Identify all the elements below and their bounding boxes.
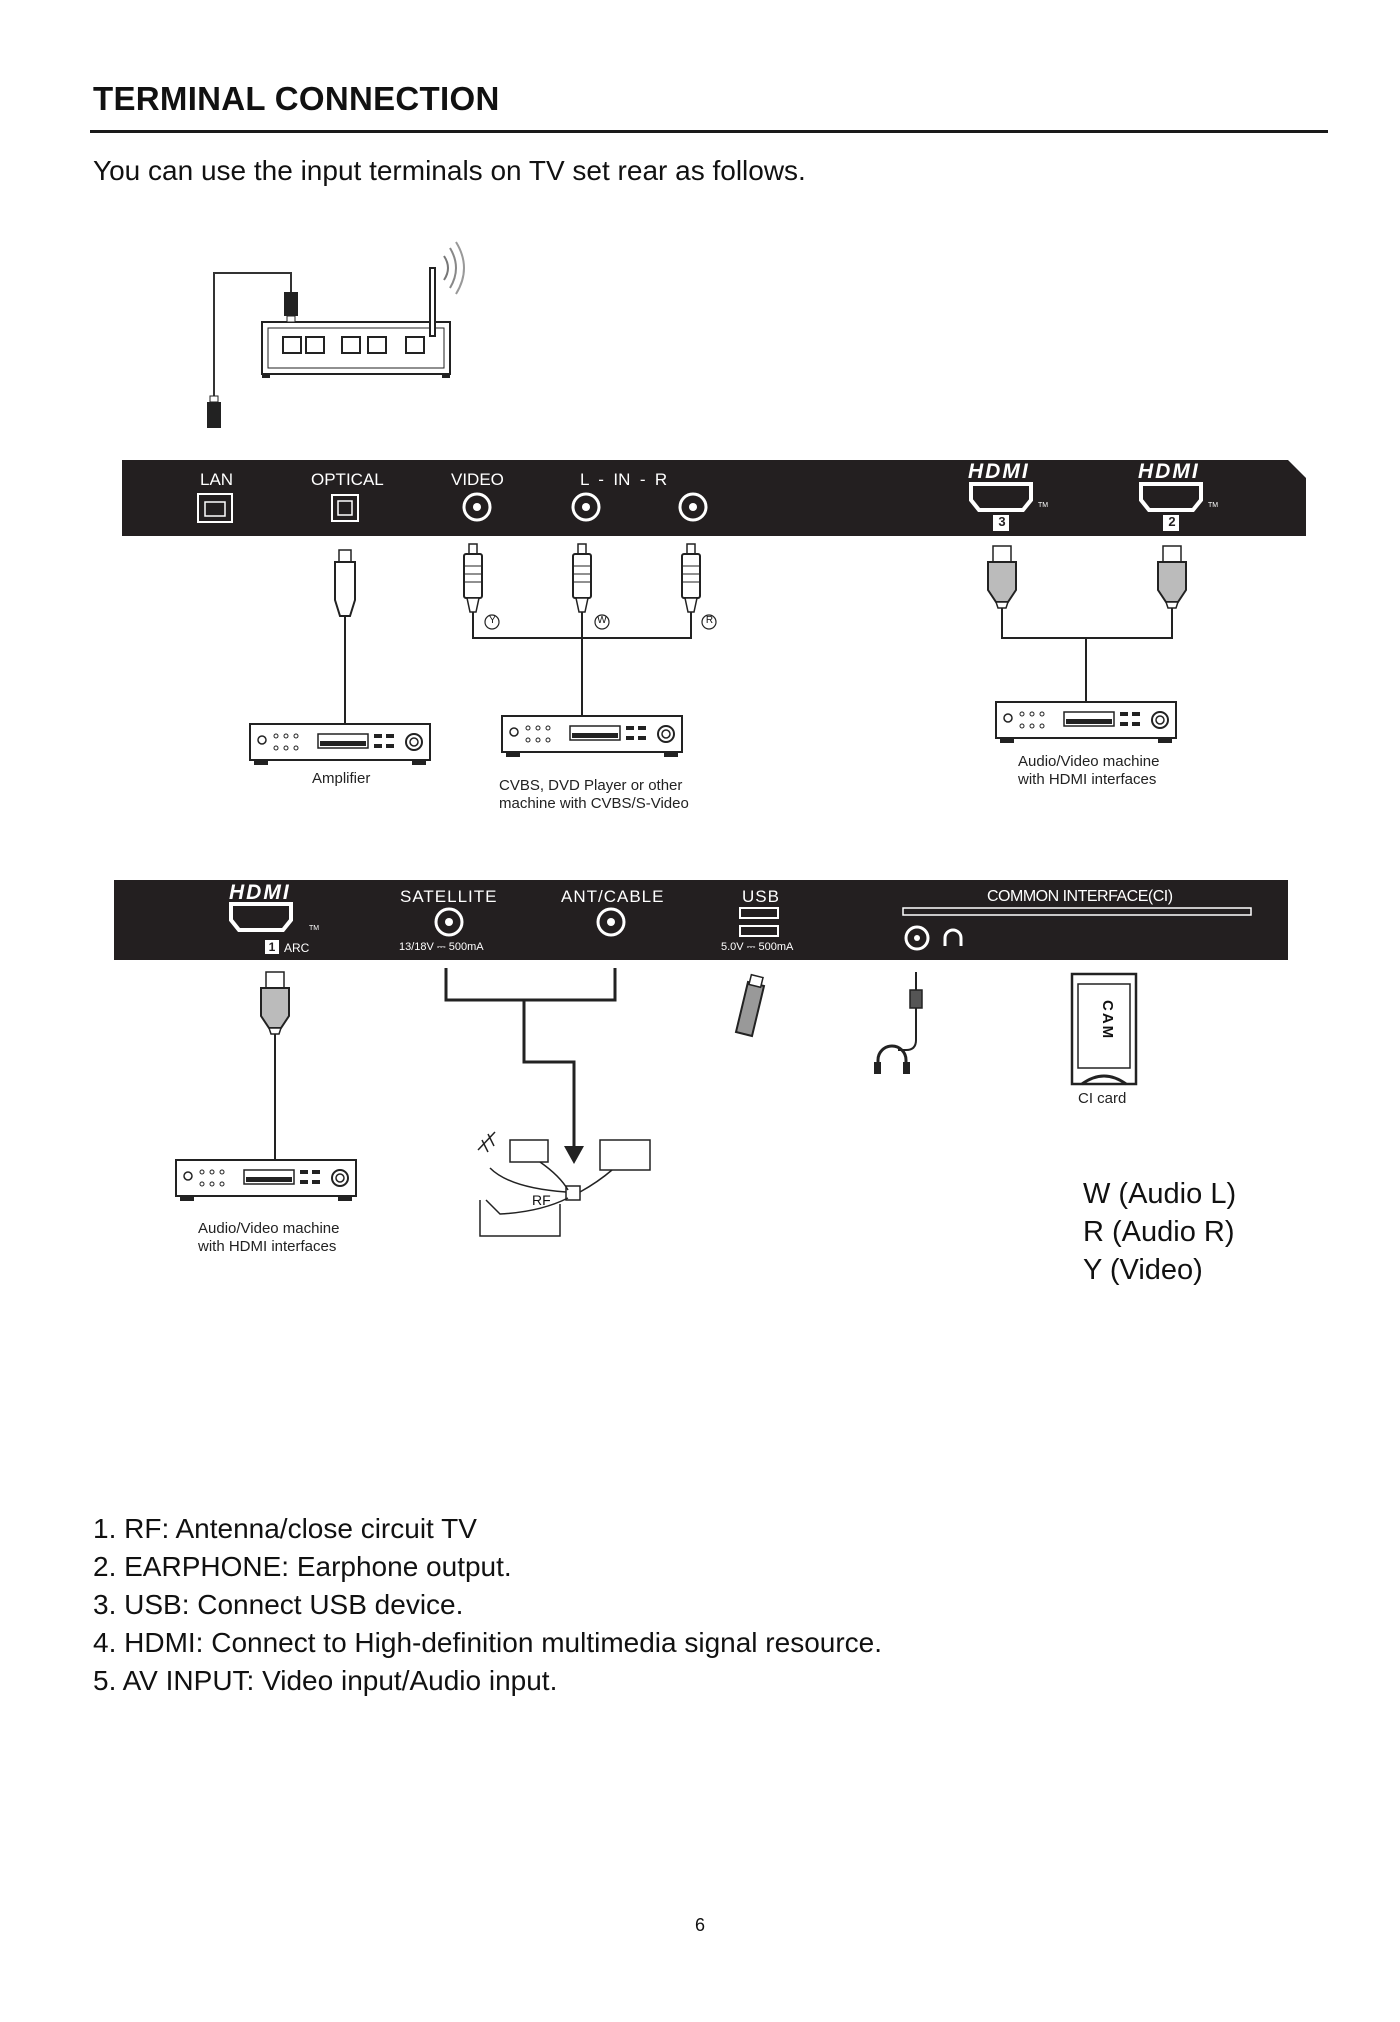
rf-cable bbox=[444, 968, 651, 1237]
legend-item: W (Audio L) bbox=[1083, 1178, 1237, 1210]
hdmi3-logo: HDMI bbox=[968, 460, 1030, 483]
cvbs-caption-line1: CVBS, DVD Player or other bbox=[499, 777, 683, 794]
note-item: 2. EARPHONE: Earphone output. bbox=[93, 1551, 512, 1582]
hdmi1-number: 1 bbox=[268, 940, 276, 954]
usb-stick bbox=[734, 973, 766, 1038]
legend-item: Y (Video) bbox=[1083, 1254, 1203, 1286]
optical-label: OPTICAL bbox=[311, 470, 384, 489]
page-number: 6 bbox=[694, 1915, 705, 1935]
hdmi2-logo: HDMI bbox=[1138, 460, 1200, 483]
usb-spec: 5.0V ⎓ 500mA bbox=[721, 941, 794, 953]
av-hdmi-bottom-caption-line2: with HDMI interfaces bbox=[198, 1238, 337, 1255]
notes-list: 1. RF: Antenna/close circuit TV 2. EARPH… bbox=[93, 1510, 882, 1700]
rca-w-letter: W bbox=[597, 615, 607, 626]
top-panel bbox=[122, 460, 1306, 536]
hdmi2-number: 2 bbox=[1168, 514, 1176, 529]
note-item: 1. RF: Antenna/close circuit TV bbox=[93, 1513, 477, 1544]
cvbs-caption-line2: machine with CVBS/S-Video bbox=[499, 795, 689, 812]
satellite-label: SATELLITE bbox=[400, 887, 498, 906]
ci-label: COMMON INTERFACE(CI) bbox=[987, 888, 1173, 905]
optical-cable bbox=[334, 549, 356, 724]
rca-r-letter: R bbox=[705, 615, 714, 626]
av-hdmi-bottom-caption-line1: Audio/Video machine bbox=[198, 1220, 340, 1237]
note-item: 4. HDMI: Connect to High-definition mult… bbox=[93, 1627, 883, 1658]
amplifier-caption: Amplifier bbox=[312, 770, 371, 787]
arc-label: ARC bbox=[284, 941, 310, 955]
video-label: VIDEO bbox=[451, 470, 504, 489]
earphone bbox=[874, 972, 923, 1074]
satellite-spec: 13/18V ⎓ 500mA bbox=[399, 941, 484, 953]
rca-y-letter: Y bbox=[489, 615, 496, 626]
audio-in-label: L - IN - R bbox=[580, 470, 668, 489]
hdmi3-tm: TM bbox=[1038, 502, 1049, 509]
dvd-player-device bbox=[501, 715, 683, 758]
cam-text: CAM bbox=[1099, 1000, 1116, 1041]
legend-item: R (Audio R) bbox=[1083, 1216, 1235, 1248]
av-hdmi-top-caption-line2: with HDMI interfaces bbox=[1018, 771, 1157, 788]
ant-cable-label: ANT/CABLE bbox=[561, 887, 665, 906]
ci-card-caption: CI card bbox=[1078, 1090, 1127, 1107]
rca-legend: W (Audio L) R (Audio R) Y (Video) bbox=[1083, 1175, 1236, 1289]
amplifier-device bbox=[249, 723, 431, 766]
lan-label: LAN bbox=[200, 470, 234, 489]
usb-label: USB bbox=[742, 887, 780, 906]
av-hdmi-top-caption-line1: Audio/Video machine bbox=[1018, 753, 1160, 770]
av-machine-bottom-device bbox=[175, 1159, 357, 1202]
title-rule bbox=[90, 130, 1328, 133]
rca-cables bbox=[463, 543, 717, 716]
hdmi2-tm: TM bbox=[1208, 502, 1219, 509]
ci-card bbox=[1070, 972, 1138, 1086]
hdmi1-logo: HDMI bbox=[229, 881, 291, 904]
router bbox=[207, 241, 465, 428]
rf-label: RF bbox=[532, 1192, 551, 1208]
av-machine-top-device bbox=[995, 701, 1177, 744]
hdmi-cable-bottom bbox=[260, 971, 290, 1160]
hdmi1-tm: TM bbox=[309, 925, 320, 932]
page-title: TERMINAL CONNECTION bbox=[93, 80, 500, 117]
hdmi-cables-top bbox=[987, 545, 1187, 702]
hdmi3-number: 3 bbox=[998, 514, 1006, 529]
bottom-panel bbox=[114, 880, 1288, 960]
intro-text: You can use the input terminals on TV se… bbox=[93, 155, 806, 186]
note-item: 5. AV INPUT: Video input/Audio input. bbox=[93, 1665, 558, 1696]
note-item: 3. USB: Connect USB device. bbox=[93, 1589, 464, 1620]
